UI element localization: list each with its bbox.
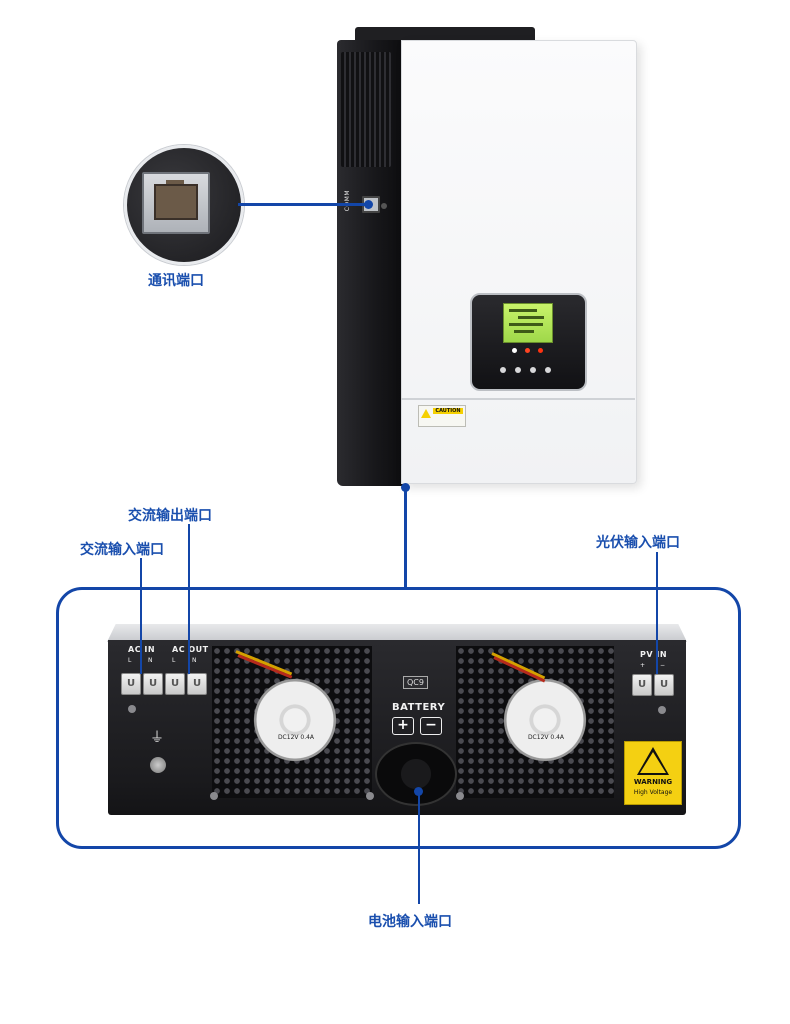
panel-screw [210,792,218,800]
side-vent-grille [341,52,391,167]
warning-title: WARNING [633,778,673,786]
comm-side-label: COMM [344,190,351,212]
ac-out-label: AC OUT [172,645,209,654]
panel-screw [366,792,374,800]
ac-input-callout: 交流输入端口 [80,542,164,558]
qc-badge: QC9 [403,676,428,689]
lcd-screen [503,303,553,343]
right-fan-label: DC12V 0.4A [527,734,565,741]
ac-input-leader [140,558,142,674]
battery-cable-grommet[interactable] [375,742,457,806]
pv-input-callout: 光伏输入端口 [596,535,680,551]
ac-out-n-terminal[interactable]: U [187,673,207,695]
status-led-white [512,348,517,353]
panel-button-1[interactable] [500,367,506,373]
warning-subtitle: High Voltage [633,789,673,796]
comm-port-callout: 通讯端口 [148,273,204,289]
pv-minus-label: − [660,662,666,669]
ground-bolt[interactable] [150,757,166,773]
fan-icon [250,675,340,765]
battery-minus-marker: − [420,717,442,735]
panel-button-2[interactable] [515,367,521,373]
left-fan-label: DC12V 0.4A [277,734,315,741]
bottom-leader-line [404,490,407,588]
ac-in-l-label: L [128,657,132,664]
ac-in-l-terminal[interactable]: U [121,673,141,695]
caution-label: CAUTION [433,408,463,414]
caution-sticker: CAUTION [418,405,466,427]
inverter-base-lip [107,624,687,642]
bottom-leader-dot [401,483,410,492]
panel-button-4[interactable] [545,367,551,373]
ac-output-leader [188,524,190,674]
ac-output-callout: 交流输出端口 [128,508,212,524]
comm-leader-dot [364,200,373,209]
panel-screw [658,706,666,714]
ac-out-l-terminal[interactable]: U [165,673,185,695]
panel-screw [128,705,136,713]
battery-leader-dot [414,787,423,796]
ac-in-n-label: N [148,657,153,664]
pv-in-label: PV IN [640,650,668,659]
pv-plus-terminal[interactable]: U [632,674,652,696]
pv-minus-terminal[interactable]: U [654,674,674,696]
panel-button-3[interactable] [530,367,536,373]
pv-input-leader [656,552,658,674]
battery-label: BATTERY [392,702,446,713]
ethernet-port-icon [142,172,210,234]
front-panel-seam [401,398,635,400]
ac-in-n-terminal[interactable]: U [143,673,163,695]
ground-icon: ⏚ [150,730,164,746]
caution-triangle-icon [421,409,431,418]
ac-out-l-label: L [172,657,176,664]
battery-input-leader [418,792,420,904]
left-vent-mesh [212,646,372,798]
fan-icon [500,675,590,765]
battery-plus-marker: + [392,717,414,735]
side-screw [381,203,387,209]
status-led-fault [538,348,543,353]
comm-leader-line [238,203,368,206]
battery-input-callout: 电池输入端口 [368,914,452,930]
high-voltage-warning: WARNING High Voltage [624,741,682,805]
ac-out-n-label: N [192,657,197,664]
panel-screw [456,792,464,800]
status-led-red [525,348,530,353]
pv-plus-label: + [640,662,646,669]
